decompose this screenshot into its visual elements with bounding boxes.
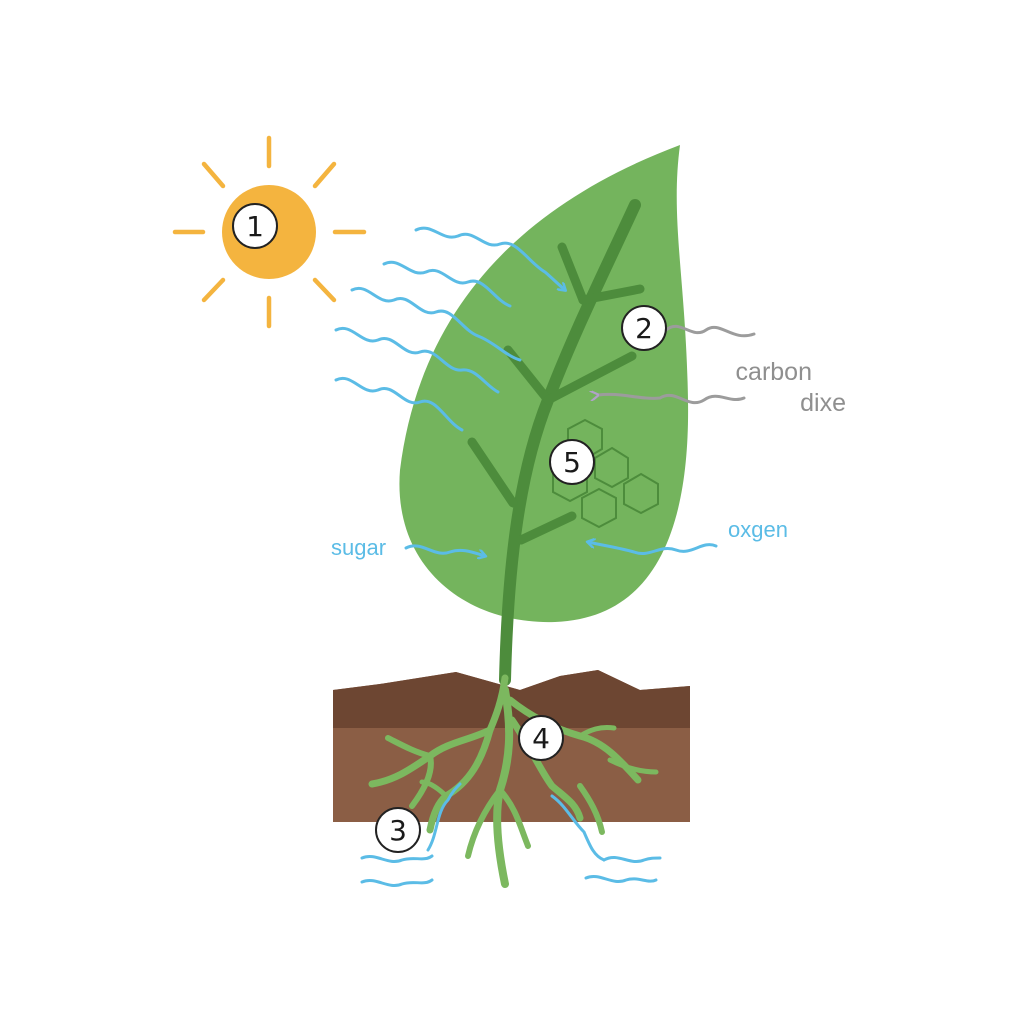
vein	[578, 284, 645, 305]
water-wave	[360, 854, 434, 863]
light-wave-arrow	[414, 226, 565, 290]
vein	[543, 351, 637, 405]
water-wave	[426, 782, 462, 852]
badge-4: 4	[518, 715, 564, 761]
sugar-oxygen-flow	[404, 542, 718, 556]
sugar-arrow	[404, 544, 485, 556]
water-wave	[602, 855, 662, 863]
carbon-wave-arrow	[598, 394, 746, 404]
sugar-label: sugar	[331, 535, 386, 560]
water-wave	[550, 794, 606, 862]
badge-2-number: 2	[635, 312, 653, 345]
water-flow	[360, 782, 662, 887]
vein	[557, 242, 588, 305]
oxygen-arrow	[588, 542, 718, 555]
carbon-dioxide-flow	[598, 324, 756, 404]
badge-5: 5	[549, 439, 595, 485]
hexagon-icon	[581, 487, 617, 529]
glucose-molecules	[552, 418, 659, 529]
light-wave	[334, 326, 500, 394]
badge-3: 3	[375, 807, 421, 853]
carbon-wave	[664, 324, 756, 338]
sun-rays	[172, 135, 367, 329]
vein	[516, 511, 577, 545]
badge-2: 2	[621, 305, 667, 351]
light-wave	[382, 260, 512, 308]
hexagon-icon	[594, 446, 629, 489]
light-wave	[334, 376, 464, 432]
hexagon-icon	[623, 472, 659, 515]
badge-1: 1	[232, 203, 278, 249]
water-wave	[360, 878, 434, 887]
badge-3-number: 3	[389, 814, 407, 847]
carbon-dioxide-label-line1: carbon	[736, 358, 812, 386]
badge-4-number: 4	[532, 722, 550, 755]
sunlight-waves	[334, 226, 565, 432]
water-wave	[584, 875, 658, 883]
carbon-dioxide-label-line2: dixe	[800, 389, 846, 417]
leaf	[399, 145, 689, 623]
badge-5-number: 5	[563, 446, 581, 479]
oxygen-label: oxgen	[728, 517, 788, 542]
badge-1-number: 1	[246, 210, 264, 243]
light-wave	[350, 286, 522, 362]
vein	[467, 437, 518, 508]
